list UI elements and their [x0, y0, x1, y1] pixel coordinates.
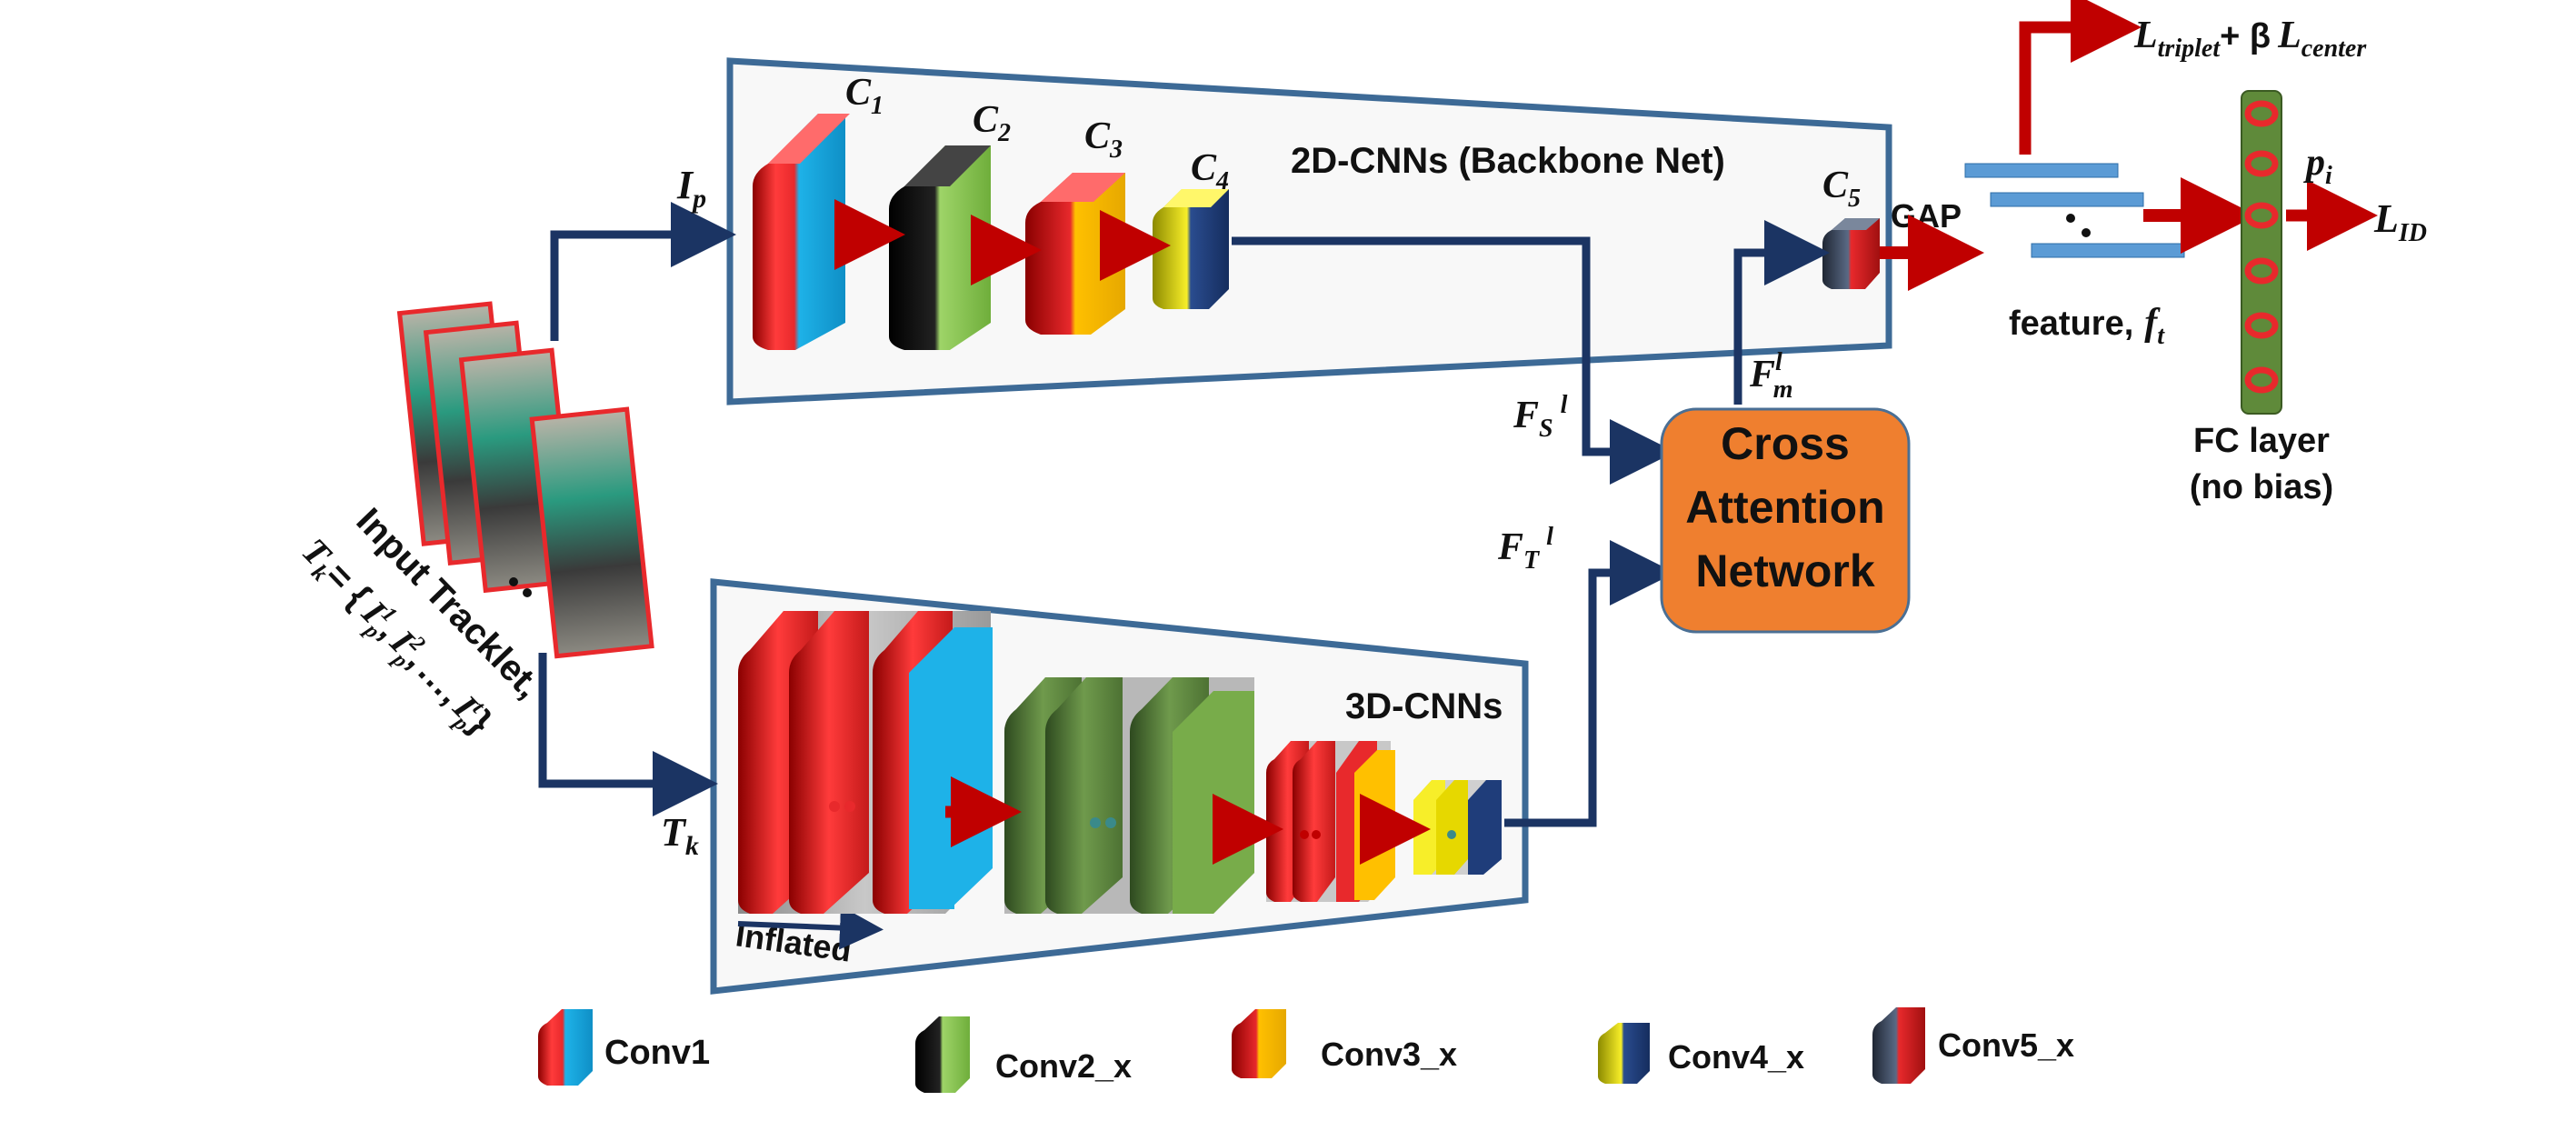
navy-flow-arrows [538, 202, 1830, 827]
conv2-block [889, 145, 991, 350]
lid-label: LID [2373, 196, 2427, 247]
c3-label: C3 [1084, 115, 1123, 164]
legend: Conv1 Conv2_x Conv3_x Conv4_x Conv5_x [538, 1007, 2074, 1093]
tracklet-frames-icon [396, 301, 654, 659]
legend-conv5-label: Conv5_x [1938, 1026, 2074, 1064]
conv5-block [1822, 218, 1880, 289]
feature-label: feature,ft [2009, 302, 2165, 350]
ip-label: Ip [676, 163, 706, 214]
fc-neuron-icon [2244, 100, 2279, 394]
triplet-branch-arrow [2019, 0, 2142, 155]
tk-label: Tk [661, 810, 699, 861]
ft-label: FTl [1497, 523, 1553, 575]
pi-label: pi [2303, 142, 2332, 190]
legend-conv4-label: Conv4_x [1668, 1038, 1804, 1076]
fc-subtitle: (no bias) [2190, 468, 2333, 506]
c2-label: C2 [973, 99, 1011, 147]
legend-conv2: Conv2_x [915, 1016, 1132, 1093]
c5-label: C5 [1822, 165, 1861, 213]
legend-conv1-label: Conv1 [604, 1034, 710, 1072]
legend-conv3-label: Conv3_x [1321, 1036, 1457, 1073]
legend-conv4: Conv4_x [1598, 1023, 1804, 1084]
backbone-panel: 2D-CNNs (Backbone Net) [726, 57, 1892, 405]
backbone-red-arrows [834, 199, 1171, 285]
legend-conv2-label: Conv2_x [995, 1047, 1132, 1085]
conv4-block [1153, 189, 1229, 309]
cross-attention-network: Cross Attention Network [1660, 407, 1911, 634]
attention-line-2: Attention [1685, 482, 1884, 533]
stage-labels: C1 C2 C3 C4 C5 [845, 72, 1861, 213]
cnn3d-title: 3D-CNNs [1345, 686, 1503, 726]
conv3d-block-2 [1004, 677, 1254, 914]
fc-title: FC layer [2193, 422, 2330, 460]
feature-bars-icon [1964, 163, 2185, 258]
conv3d-block-3 [1266, 741, 1395, 902]
fs-label: FSl [1513, 391, 1568, 443]
gap-label: GAP [1891, 197, 1962, 235]
conv3d-block-1 [738, 611, 993, 914]
conv3d-block-4 [1413, 780, 1502, 875]
c1-label: C1 [845, 72, 884, 120]
conv1-block [753, 114, 850, 350]
attention-line-3: Network [1695, 545, 1874, 596]
backbone-title: 2D-CNNs (Backbone Net) [1291, 141, 1725, 181]
legend-conv1: Conv1 [538, 1009, 710, 1086]
fc-layer [2241, 90, 2282, 415]
attention-line-1: Cross [1721, 418, 1850, 469]
legend-conv5: Conv5_x [1872, 1007, 2074, 1084]
cnn3d-red-arrows [945, 776, 1431, 865]
c4-label: C4 [1191, 147, 1229, 195]
inflated-arrow [737, 906, 884, 950]
legend-conv3: Conv3_x [1232, 1009, 1457, 1078]
